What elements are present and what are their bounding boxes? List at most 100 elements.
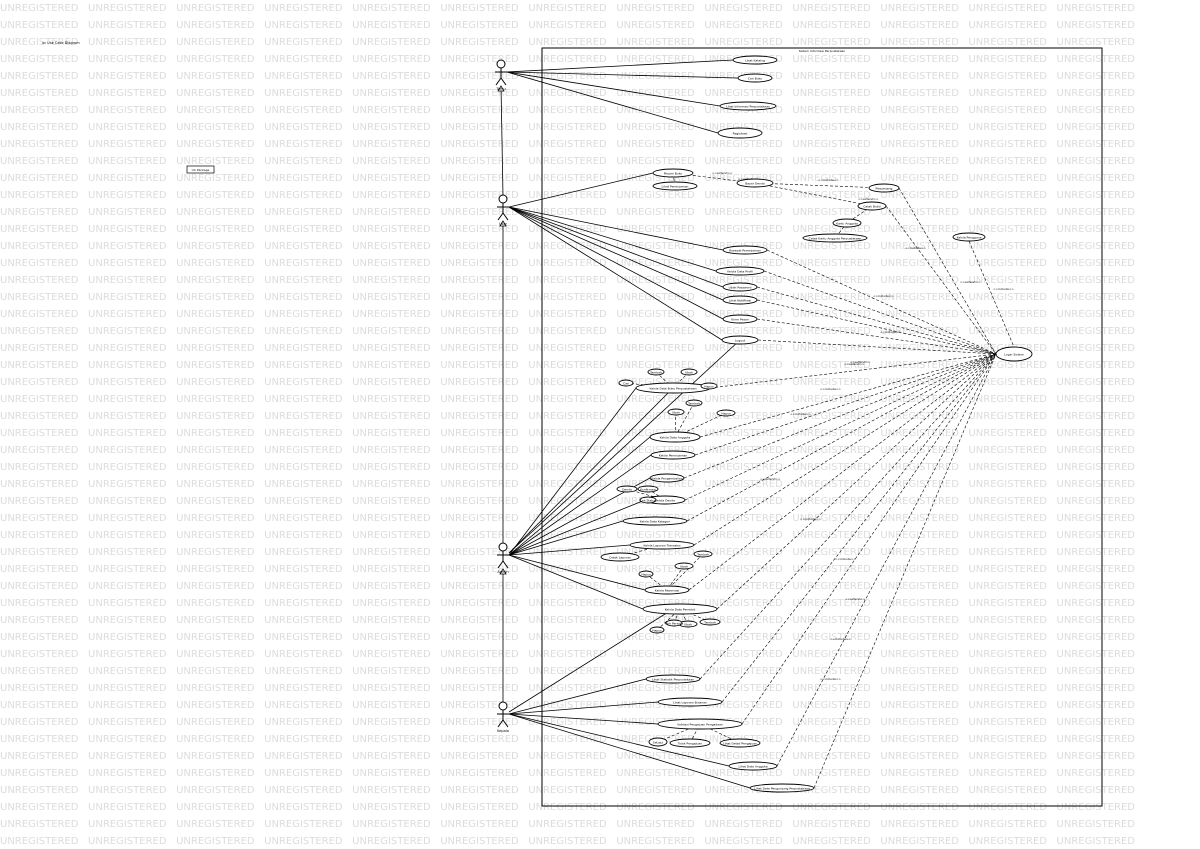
watermark-line: UNREGISTERED UNREGISTERED UNREGISTERED U… xyxy=(0,275,1136,286)
use-case-u9[interactable]: Cetak Bukti xyxy=(857,201,887,211)
actor-leg xyxy=(495,77,502,86)
use-case-u30[interactable]: Validasi Pengajuan Pengadaan xyxy=(657,718,743,730)
sub-use-case-s12[interactable]: Ubah xyxy=(674,562,694,570)
actor-anggota[interactable]: User xyxy=(497,194,509,226)
use-case-u17[interactable]: Logout xyxy=(721,335,759,345)
association-line xyxy=(508,608,674,713)
sub-use-case-s9[interactable]: Konfirmasi xyxy=(637,485,659,493)
system-boundary: Sistem Informasi Perpustakaan xyxy=(541,47,1103,807)
watermark-line: UNREGISTERED UNREGISTERED UNREGISTERED U… xyxy=(0,71,1136,82)
watermark-line: UNREGISTERED UNREGISTERED UNREGISTERED U… xyxy=(0,241,1136,252)
sub-use-case-s14[interactable]: Tambah xyxy=(699,618,721,626)
use-case-shape xyxy=(749,783,815,793)
include-line xyxy=(766,249,997,355)
include-line xyxy=(885,205,997,355)
sub-use-case-s11[interactable]: Tambah xyxy=(693,550,713,558)
use-case-u16[interactable]: Kirim Pesan xyxy=(722,314,758,324)
include-line xyxy=(756,299,997,355)
include-line xyxy=(968,240,1015,348)
use-case-label: Setujui xyxy=(653,740,664,744)
stereotype-label: <<extend>> xyxy=(858,197,879,201)
use-case-u2[interactable]: Cari Buku xyxy=(737,73,773,83)
use-case-u13[interactable]: Kelola Data Profil xyxy=(715,266,765,276)
use-case-shape xyxy=(732,55,778,65)
sub-use-case-s17[interactable]: Pilih Periode xyxy=(665,619,683,627)
use-case-u33[interactable]: Lihat Detail Pengajuan xyxy=(719,738,761,748)
watermark-line: UNREGISTERED UNREGISTERED UNREGISTERED U… xyxy=(0,224,1136,235)
use-case-u11[interactable]: Cetak Kartu Anggota Perpustakaan xyxy=(802,233,868,243)
watermark-line: UNREGISTERED UNREGISTERED UNREGISTERED U… xyxy=(0,309,1136,320)
sub-use-case-s7[interactable]: Hapus xyxy=(716,409,736,417)
use-case-u24[interactable]: Kelola Laporan Transaksi xyxy=(629,540,695,550)
use-case-u7[interactable]: Bayar Denda xyxy=(736,178,774,188)
use-case-kelola-pengguna[interactable]: Kelola Pengguna xyxy=(952,232,986,242)
use-case-u14[interactable]: Ubah Password xyxy=(722,282,758,292)
sub-use-case-s4[interactable]: Cari xyxy=(618,379,634,387)
sub-use-case-s2[interactable]: Ubah xyxy=(680,368,698,376)
use-case-u8[interactable]: Perpanjang xyxy=(868,183,900,193)
use-case-u12[interactable]: Riwayat Peminjaman xyxy=(722,245,768,255)
sub-use-case-s3[interactable]: Hapus xyxy=(700,382,718,390)
use-case-shape xyxy=(717,127,763,139)
use-case-u25[interactable]: Cetak Laporan xyxy=(600,552,640,562)
use-case-u6[interactable]: Lihat Peminjaman xyxy=(652,181,698,191)
watermark-line: UNREGISTERED UNREGISTERED UNREGISTERED U… xyxy=(0,564,1136,575)
use-case-u5[interactable]: Pinjam Buku xyxy=(652,168,694,178)
use-case-label: Tambah xyxy=(696,552,709,556)
use-case-label: Cari xyxy=(623,381,629,385)
include-line xyxy=(688,353,997,591)
use-case-shape xyxy=(802,233,868,243)
use-case-u21[interactable]: Kelola Pengembalian xyxy=(649,473,685,483)
use-case-u28[interactable]: Lihat Statistik Perpustakaan xyxy=(645,674,701,684)
use-case-u15[interactable]: Lihat Notifikasi xyxy=(722,295,758,305)
use-case-label: Konfirmasi xyxy=(640,487,656,491)
use-case-u35[interactable]: Lihat Data Pengunjung Perpustakaan xyxy=(749,783,815,793)
sub-use-case-s16[interactable]: Hapus xyxy=(649,626,665,634)
actor-leg xyxy=(502,212,509,221)
use-case-u20[interactable]: Kelola Peminjaman xyxy=(650,450,696,460)
sub-use-case-s10[interactable]: Cek Status xyxy=(639,496,657,504)
use-case-u4[interactable]: Registrasi xyxy=(717,127,763,139)
use-case-label: Lihat Laporan Bulanan xyxy=(673,700,707,704)
association-line xyxy=(508,172,654,208)
use-case-u31[interactable]: Setujui xyxy=(648,737,668,747)
use-case-u19[interactable]: Kelola Data Anggota xyxy=(649,431,701,443)
sub-use-case-s13[interactable]: Hapus xyxy=(638,570,654,578)
watermark-line: UNREGISTERED UNREGISTERED UNREGISTERED U… xyxy=(0,836,1136,847)
actor-head xyxy=(498,701,508,711)
watermark-line: UNREGISTERED UNREGISTERED UNREGISTERED U… xyxy=(0,683,1136,694)
watermark-line: UNREGISTERED UNREGISTERED UNREGISTERED U… xyxy=(0,445,1136,456)
use-case-label: Logout xyxy=(735,338,746,342)
use-case-u32[interactable]: Tolak Pengajuan xyxy=(669,738,711,748)
use-case-label: Kelola Data Penerbit xyxy=(665,607,696,611)
include-line xyxy=(763,270,997,355)
use-case-u1[interactable]: Lihat Katalog xyxy=(732,55,778,65)
actor-pustakawan[interactable]: Admin xyxy=(497,542,509,574)
use-case-u29[interactable]: Lihat Laporan Bulanan xyxy=(657,697,723,707)
sub-use-case-s8[interactable]: Denda xyxy=(616,485,638,493)
use-case-label: Kelola Pengguna xyxy=(957,235,982,239)
extend-line xyxy=(672,172,756,184)
sub-use-case-s1[interactable]: Tambah xyxy=(647,368,665,376)
use-case-u10[interactable]: Kartu Anggota xyxy=(832,218,862,228)
use-case-u3[interactable]: Lihat Informasi Perpustakaan xyxy=(719,101,777,111)
use-case-label: Ubah xyxy=(680,564,688,568)
association-line xyxy=(508,554,646,591)
use-case-u18[interactable]: Kelola Data Buku Perpustakaan xyxy=(635,382,711,394)
sub-use-case-s5[interactable]: Tambah xyxy=(685,399,703,407)
actor-pengunjung[interactable]: Tamu xyxy=(495,59,507,91)
use-case-u34[interactable]: Lihat Data Anggota xyxy=(728,761,778,771)
sub-use-case-s6[interactable]: Ubah xyxy=(667,408,685,416)
use-case-shape xyxy=(652,181,698,191)
include-line xyxy=(699,353,997,680)
actor-head xyxy=(498,194,508,204)
use-case-u26[interactable]: Kelola Reservasi xyxy=(644,585,690,595)
use-case-u27[interactable]: Kelola Data Penerbit xyxy=(642,603,718,615)
actor-kepala[interactable]: Kepala xyxy=(497,701,509,733)
use-case-shape xyxy=(721,335,759,345)
use-case-shape xyxy=(722,245,768,255)
stereotype-label: <<extend>> xyxy=(712,171,733,175)
use-case-u23[interactable]: Kelola Data Kategori xyxy=(622,516,688,526)
use-case-login[interactable]: Login Sistem xyxy=(995,346,1033,362)
